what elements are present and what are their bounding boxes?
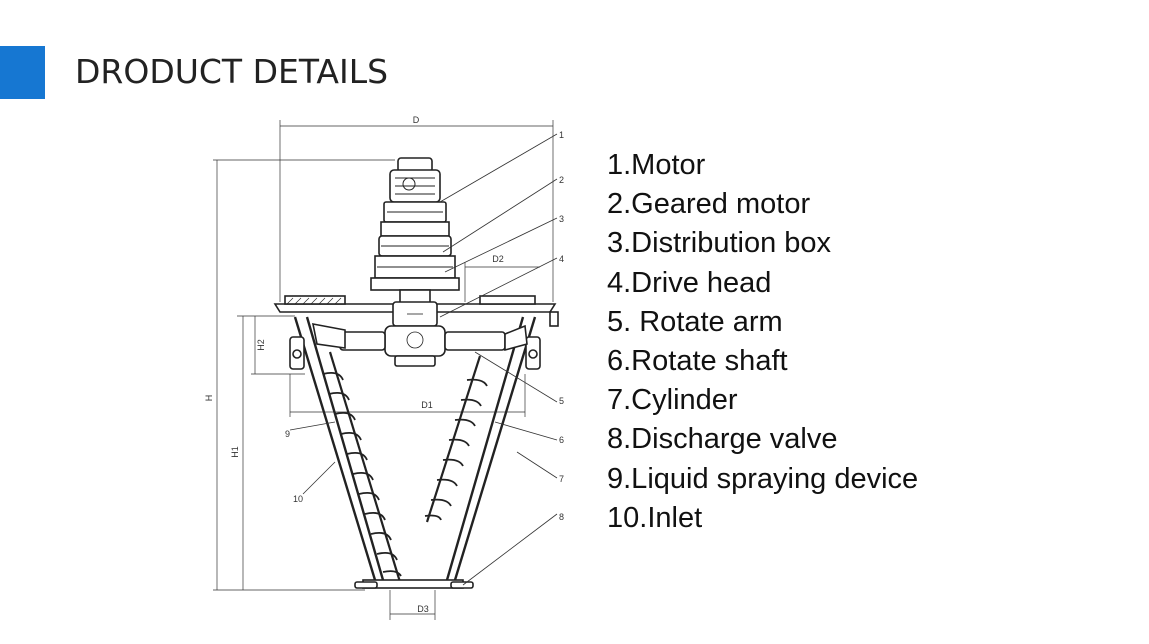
dim-label-h2: H2 bbox=[256, 339, 266, 351]
dim-label-d1: D1 bbox=[421, 400, 433, 410]
page-title: DRODUCT DETAILS bbox=[75, 52, 389, 91]
dim-label-d2: D2 bbox=[492, 254, 504, 264]
legend-item-discharge-valve: 8.Discharge valve bbox=[607, 423, 838, 456]
legend-item-inlet: 10.Inlet bbox=[607, 501, 703, 534]
legend-item-rotate-shaft: 6.Rotate shaft bbox=[607, 344, 788, 377]
callout-9: 9 bbox=[285, 429, 290, 439]
callout-4: 4 bbox=[559, 254, 564, 264]
callout-5: 5 bbox=[559, 396, 564, 406]
legend-item-rotate-arm: 5. Rotate arm bbox=[607, 305, 783, 338]
callout-2: 2 bbox=[559, 175, 564, 185]
legend-item-drive-head: 4.Drive head bbox=[607, 266, 772, 299]
callout-10: 10 bbox=[293, 494, 303, 504]
legend-item-geared-motor: 2.Geared motor bbox=[607, 188, 811, 221]
dim-label-h1: H1 bbox=[230, 446, 240, 458]
legend-item-cylinder: 7.Cylinder bbox=[607, 384, 738, 417]
callout-6: 6 bbox=[559, 435, 564, 445]
dim-label-d: D bbox=[413, 115, 420, 125]
callout-7: 7 bbox=[559, 474, 564, 484]
parts-legend: 1.Motor 2.Geared motor 3.Distribution bo… bbox=[607, 146, 918, 538]
dim-label-h: H bbox=[204, 395, 214, 402]
title-accent-bar bbox=[0, 46, 45, 99]
legend-item-motor: 1.Motor bbox=[607, 149, 706, 181]
callout-8: 8 bbox=[559, 512, 564, 522]
legend-item-distribution-box: 3.Distribution box bbox=[607, 227, 832, 260]
callout-1: 1 bbox=[559, 130, 564, 140]
callout-3: 3 bbox=[559, 214, 564, 224]
mixer-diagram-svg: D D2 D1 D3 H H1 H2 1 2 3 4 5 6 7 8 9 10 bbox=[204, 115, 564, 620]
dim-label-d3: D3 bbox=[417, 604, 429, 614]
mixer-diagram: D D2 D1 D3 H H1 H2 1 2 3 4 5 6 7 8 9 10 bbox=[195, 112, 605, 632]
legend-item-liquid-spraying-device: 9.Liquid spraying device bbox=[607, 462, 919, 495]
